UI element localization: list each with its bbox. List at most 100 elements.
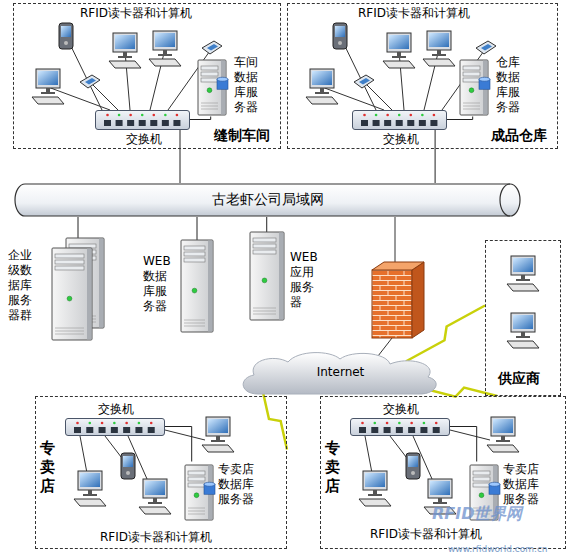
switch-port <box>372 120 379 126</box>
database-server: 车间数据库服务器 <box>198 55 264 117</box>
power-led <box>194 492 199 497</box>
switch-port <box>359 427 366 433</box>
drive-bay <box>253 250 276 254</box>
drive-bay <box>184 258 205 262</box>
port-led <box>117 113 120 116</box>
switch-port <box>173 120 180 126</box>
pda-device <box>59 23 73 49</box>
switch-port <box>74 427 81 433</box>
drive-bay <box>473 477 490 481</box>
drive-bay <box>184 246 205 250</box>
power-led <box>469 87 474 92</box>
vent-line <box>184 326 205 327</box>
network-cable <box>165 427 192 462</box>
wireless-link <box>263 391 287 450</box>
switch-port <box>361 120 368 126</box>
node-shape <box>96 111 191 131</box>
firewall-wire <box>378 338 392 356</box>
port-led <box>100 421 103 424</box>
vent-line <box>463 102 480 103</box>
switch-port <box>104 120 111 126</box>
drive-bay <box>201 72 218 76</box>
server-side <box>87 249 92 340</box>
database-server: WEB数据库服务器 <box>143 240 215 332</box>
network-cable <box>435 130 436 184</box>
power-led <box>479 492 484 497</box>
switch-port <box>418 120 425 126</box>
server-icon <box>198 60 228 115</box>
pda-device <box>333 23 347 49</box>
node-label: WEB应用服务器 <box>290 250 322 310</box>
device-caption: RFID读卡器和计算机 <box>80 6 192 21</box>
node-label: 缝制车间 <box>214 128 278 143</box>
drive-bay <box>188 477 205 481</box>
switch-port <box>395 120 402 126</box>
port-led <box>385 421 388 424</box>
network-switch: 交换机 <box>350 418 450 436</box>
rfid-reader <box>80 75 100 88</box>
drive-bay <box>473 471 490 475</box>
computer <box>507 313 539 348</box>
device-wire <box>125 51 130 110</box>
switch-port <box>408 427 415 433</box>
server-icon <box>181 240 213 332</box>
wireless-link <box>406 306 485 362</box>
firewall-wire <box>395 217 396 262</box>
port-led <box>361 421 364 424</box>
server-icon <box>185 465 215 520</box>
node-label: 交换机 <box>120 132 168 147</box>
server-side <box>279 233 284 320</box>
port-led <box>363 113 366 116</box>
computer <box>32 69 64 104</box>
vent-line <box>184 320 205 321</box>
device-caption: www.rfidworld.com.cn <box>448 542 548 554</box>
switch-port <box>407 120 414 126</box>
node-label: 供应商 <box>498 371 548 386</box>
port-led <box>137 421 140 424</box>
computer <box>487 417 519 452</box>
device-wire <box>399 51 404 110</box>
node-label: 专卖店 <box>40 439 57 496</box>
port-led <box>374 113 377 116</box>
port-led <box>422 421 425 424</box>
vent-line <box>55 331 84 332</box>
dashed-group-box: 专卖店交换机专卖店数据库服务器 <box>320 396 566 549</box>
database-cylinder-top <box>204 482 215 486</box>
drive-bay <box>463 72 480 76</box>
node-label: 交换机 <box>377 132 425 147</box>
drive-bay <box>188 483 205 487</box>
pda-device <box>121 453 135 479</box>
vent-line <box>184 323 205 324</box>
server-body <box>181 240 213 332</box>
network-cable <box>450 427 477 462</box>
lan-backbone: 古老虾公司局域网 <box>15 183 520 217</box>
drive-bay <box>55 260 84 264</box>
port-led <box>125 421 128 424</box>
server-icon <box>460 60 490 115</box>
node-label: 车间数据库服务器 <box>234 55 261 115</box>
port-led <box>386 113 389 116</box>
vent-line <box>253 308 276 309</box>
port-led <box>88 421 91 424</box>
vent-line <box>188 510 205 511</box>
vent-line <box>201 108 218 109</box>
switch-port <box>384 120 391 126</box>
drive-bay <box>69 244 96 248</box>
switch-port <box>127 120 134 126</box>
switch-port <box>123 427 130 433</box>
node-shape <box>250 232 326 324</box>
vent-line <box>201 105 218 106</box>
vent-line <box>253 311 276 312</box>
database-server: 专卖店数据库服务器 <box>185 462 257 522</box>
drive-bay <box>184 252 205 256</box>
switch-port <box>115 120 122 126</box>
server-body <box>250 232 284 320</box>
switch-port <box>86 427 93 433</box>
vent-line <box>55 334 84 335</box>
device-wire <box>90 82 118 110</box>
port-led <box>152 113 155 116</box>
port-led <box>421 113 424 116</box>
dashed-group-box: 专卖店交换机专卖店数据库服务器 <box>35 396 287 549</box>
